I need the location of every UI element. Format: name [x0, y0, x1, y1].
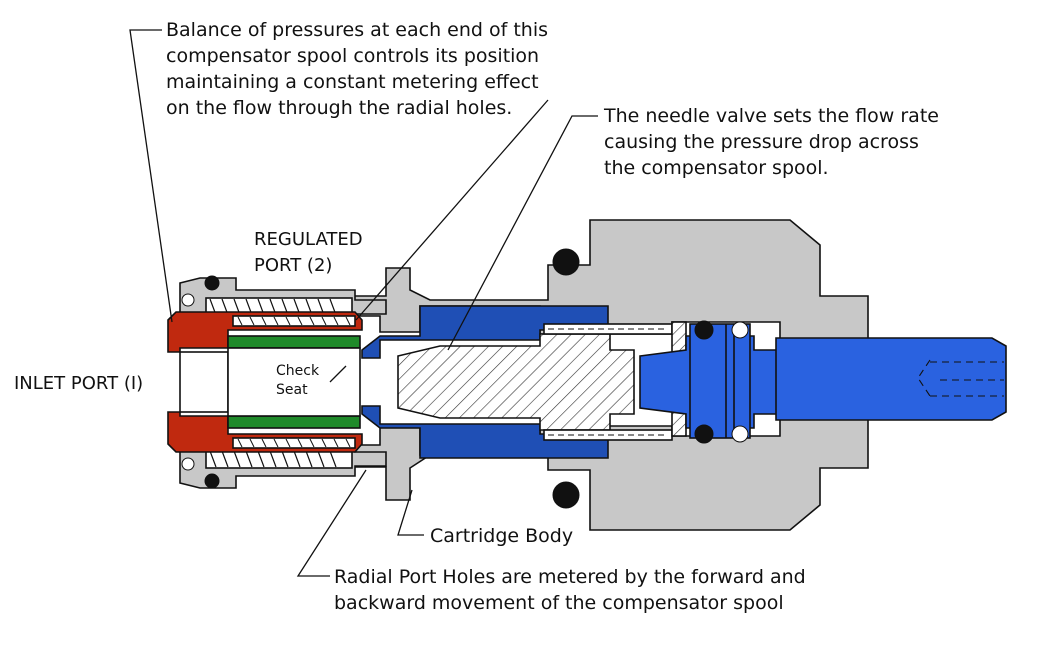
inlet-port-label: INLET PORT (I)	[14, 373, 143, 394]
needle-valve-icon	[361, 305, 1007, 459]
regulated-port-line-1: REGULATED	[254, 229, 363, 250]
cartridge-body-label: Cartridge Body	[430, 525, 573, 547]
check-seat-line-1: Check	[276, 363, 320, 379]
needle-seat-bottom	[361, 405, 609, 459]
regulated-port-line-2: PORT (2)	[254, 255, 332, 276]
balance-line-1: Balance of pressures at each end of this	[166, 19, 548, 41]
balance-line-2: compensator spool controls its position	[166, 45, 539, 67]
compensator-spool	[167, 311, 363, 453]
needle-stem	[397, 333, 635, 431]
needle-line-1: The needle valve sets the flow rate	[603, 105, 939, 127]
balance-line-4: on the flow through the radial holes.	[166, 97, 512, 119]
balance-note: Balance of pressures at each end of this…	[166, 19, 548, 119]
radial-line-2: backward movement of the compensator spo…	[334, 592, 784, 614]
needle-line-2: causing the pressure drop across	[604, 131, 919, 153]
o-ring-icon	[181, 248, 749, 509]
check-seat	[227, 335, 361, 429]
radial-note: Radial Port Holes are metered by the for…	[334, 566, 806, 614]
needle-handle	[775, 337, 1007, 421]
needle-line-3: the compensator spool.	[604, 157, 829, 179]
leader-lines	[129, 29, 598, 577]
check-seat-line-2: Seat	[276, 382, 308, 398]
balance-line-3: maintaining a constant metering effect	[166, 71, 539, 93]
needle-note: The needle valve sets the flow rate caus…	[603, 105, 939, 179]
radial-line-1: Radial Port Holes are metered by the for…	[334, 566, 806, 588]
